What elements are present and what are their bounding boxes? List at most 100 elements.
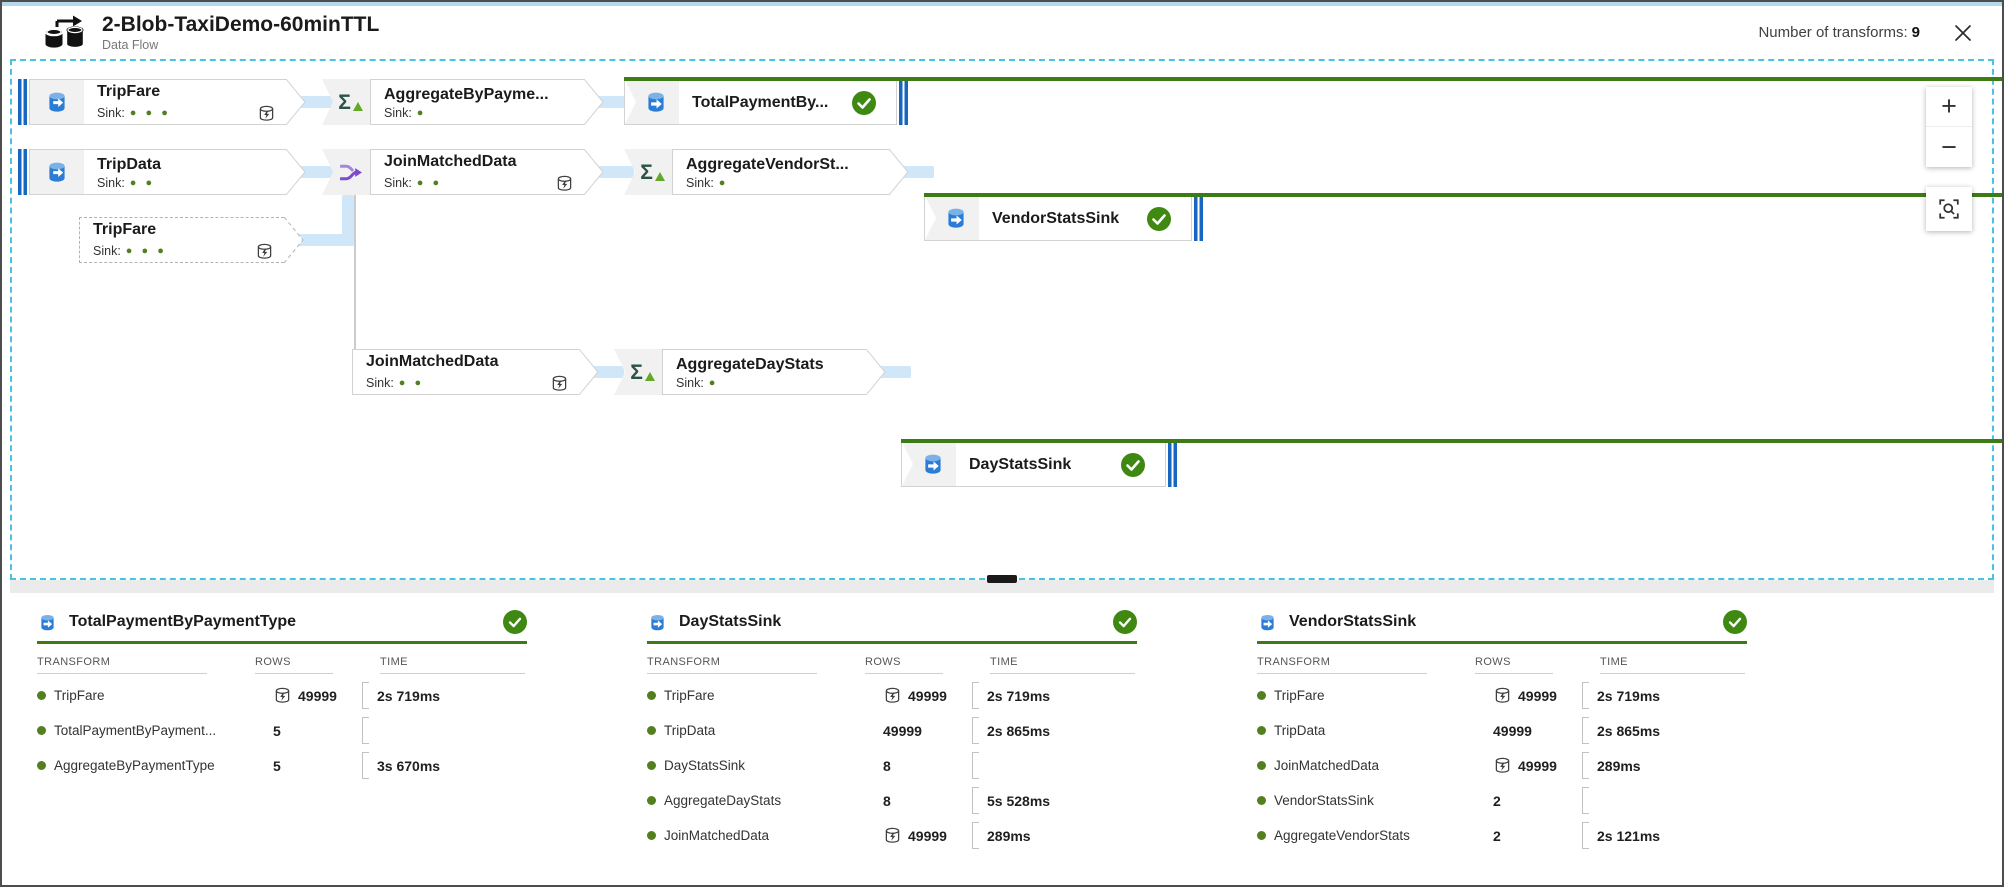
status-dot bbox=[1257, 831, 1266, 840]
table-divider bbox=[1257, 641, 1747, 644]
table-row: AggregateDayStats 8 5s 528ms bbox=[647, 783, 1137, 818]
table-rows: TripFare 49999 2s 719ms TotalPaymentByPa… bbox=[37, 678, 527, 783]
node-trip-fare-source[interactable]: TripFare Sink: ● ● ● bbox=[18, 79, 306, 125]
cached-icon bbox=[275, 687, 290, 703]
sink-icon bbox=[647, 92, 664, 112]
node-sink-status: Sink: ● bbox=[384, 106, 427, 121]
row-count: 49999 bbox=[1493, 686, 1582, 705]
row-count: 8 bbox=[883, 757, 891, 774]
row-time bbox=[362, 717, 377, 744]
node-sink-status: Sink: ● ● ● bbox=[97, 104, 276, 123]
time-bracket bbox=[1582, 752, 1589, 779]
table-row: JoinMatchedData 49999 289ms bbox=[647, 818, 1137, 853]
node-arrow-tip bbox=[584, 149, 604, 195]
cached-icon bbox=[885, 687, 900, 703]
node-join-matched-data-2[interactable]: JoinMatchedData Sink: ● ● bbox=[352, 349, 599, 395]
time-bracket bbox=[972, 752, 979, 779]
cached-icon bbox=[1495, 757, 1510, 773]
connector-line bbox=[354, 195, 356, 349]
table-row: TotalPaymentByPayment... 5 bbox=[37, 713, 527, 748]
node-sink-status: Sink: ● ● ● bbox=[93, 242, 274, 261]
node-title: JoinMatchedData bbox=[384, 153, 517, 171]
node-join-matched-data[interactable]: JoinMatchedData Sink: ● ● bbox=[370, 149, 604, 195]
table-header: DayStatsSink bbox=[647, 607, 1137, 637]
sink-icon bbox=[1261, 614, 1274, 630]
node-sink-status: Sink: ● ● bbox=[366, 374, 569, 393]
row-count: 5 bbox=[273, 757, 281, 774]
success-check-icon bbox=[1121, 452, 1145, 477]
row-time: 2s 719ms bbox=[1582, 682, 1660, 709]
cached-icon bbox=[885, 827, 900, 843]
close-button[interactable] bbox=[1948, 18, 1978, 48]
node-aggregate-day-stats[interactable]: AggregateDayStats Sink: ● bbox=[662, 349, 886, 395]
transform-name: TripData bbox=[1257, 723, 1493, 738]
node-total-payment-sink[interactable]: TotalPaymentBy... bbox=[624, 77, 2002, 125]
streaming-bars bbox=[18, 79, 27, 125]
node-trip-data-source[interactable]: TripData Sink: ● ● bbox=[18, 149, 306, 195]
flow-canvas[interactable]: TripFare Sink: ● ● ● Σ AggregateByPayme.… bbox=[10, 59, 2002, 580]
row-time: 2s 719ms bbox=[972, 682, 1050, 709]
connector-elbow bbox=[298, 234, 354, 246]
transform-name: TotalPaymentByPayment... bbox=[37, 723, 273, 738]
cached-icon bbox=[259, 105, 274, 121]
status-dot bbox=[647, 796, 656, 805]
node-trip-fare-reference[interactable]: TripFare Sink: ● ● ● bbox=[79, 217, 304, 263]
node-title: TripFare bbox=[97, 83, 161, 101]
connector-elbow bbox=[342, 195, 354, 246]
panel-splitter bbox=[10, 575, 1994, 593]
aggregate-icon: Σ bbox=[640, 160, 653, 184]
transform-name: TripData bbox=[647, 723, 883, 738]
row-time bbox=[972, 752, 987, 779]
transforms-count: Number of transforms:9 bbox=[1758, 24, 1920, 41]
node-aggregate-by-payment[interactable]: AggregateByPayme... Sink: ● bbox=[370, 79, 604, 125]
status-dot bbox=[1257, 691, 1266, 700]
row-time: 3s 670ms bbox=[362, 752, 440, 779]
table-title: DayStatsSink bbox=[679, 613, 782, 630]
table-header: TotalPaymentByPaymentType bbox=[37, 607, 527, 637]
table-rows: TripFare 49999 2s 719ms TripData 49999 2… bbox=[647, 678, 1137, 853]
cached-icon bbox=[257, 243, 272, 259]
transform-name: TripFare bbox=[37, 688, 273, 703]
zoom-in-button[interactable]: + bbox=[1926, 87, 1972, 127]
table-columns: TRANSFORM ROWS TIME bbox=[37, 656, 527, 674]
table-divider bbox=[647, 641, 1137, 644]
node-day-stats-sink[interactable]: DayStatsSink bbox=[901, 439, 2002, 487]
close-icon bbox=[1955, 24, 1971, 41]
sink-dots: ● ● bbox=[398, 377, 425, 390]
node-arrow-tip bbox=[889, 149, 909, 195]
time-bracket bbox=[972, 822, 979, 849]
table-row: TripFare 49999 2s 719ms bbox=[647, 678, 1137, 713]
node-aggregate-vendor[interactable]: AggregateVendorSt... Sink: ● bbox=[672, 149, 909, 195]
status-dot bbox=[647, 726, 656, 735]
node-arrow-tip bbox=[286, 79, 306, 125]
table-header: VendorStatsSink bbox=[1257, 607, 1747, 637]
node-sink-status: Sink: ● ● bbox=[384, 174, 574, 193]
transform-name: JoinMatchedData bbox=[1257, 758, 1493, 773]
zoom-out-button[interactable]: − bbox=[1926, 127, 1972, 167]
sink-dots: ● ● bbox=[129, 177, 156, 190]
row-count: 49999 bbox=[883, 686, 972, 705]
status-dot bbox=[1257, 726, 1266, 735]
aggregate-icon: Σ bbox=[338, 90, 351, 114]
column-time: TIME bbox=[380, 656, 525, 674]
table-row: TripFare 49999 2s 719ms bbox=[1257, 678, 1747, 713]
node-title: TotalPaymentBy... bbox=[692, 93, 829, 111]
splitter-handle[interactable] bbox=[987, 575, 1017, 583]
node-sink-status: Sink: ● bbox=[686, 176, 729, 191]
streaming-bars bbox=[1194, 195, 1203, 241]
row-time: 2s 121ms bbox=[1582, 822, 1660, 849]
status-dot bbox=[37, 726, 46, 735]
tables-section: TotalPaymentByPaymentType TRANSFORM ROWS… bbox=[2, 593, 2002, 853]
page-title: 2-Blob-TaxiDemo-60minTTL bbox=[102, 12, 380, 36]
node-vendor-stats-sink[interactable]: VendorStatsSink bbox=[924, 193, 2002, 241]
status-dot bbox=[647, 831, 656, 840]
sink-dots: ● ● ● bbox=[129, 107, 171, 120]
node-sink-status: Sink: ● ● bbox=[97, 176, 156, 191]
node-arrow-tip bbox=[584, 79, 604, 125]
column-rows: ROWS bbox=[255, 656, 333, 674]
zoom-to-fit-button[interactable] bbox=[1926, 187, 1972, 231]
aggregate-triangle-icon bbox=[654, 171, 665, 181]
node-arrow-tip bbox=[866, 349, 886, 395]
time-bracket bbox=[362, 717, 369, 744]
